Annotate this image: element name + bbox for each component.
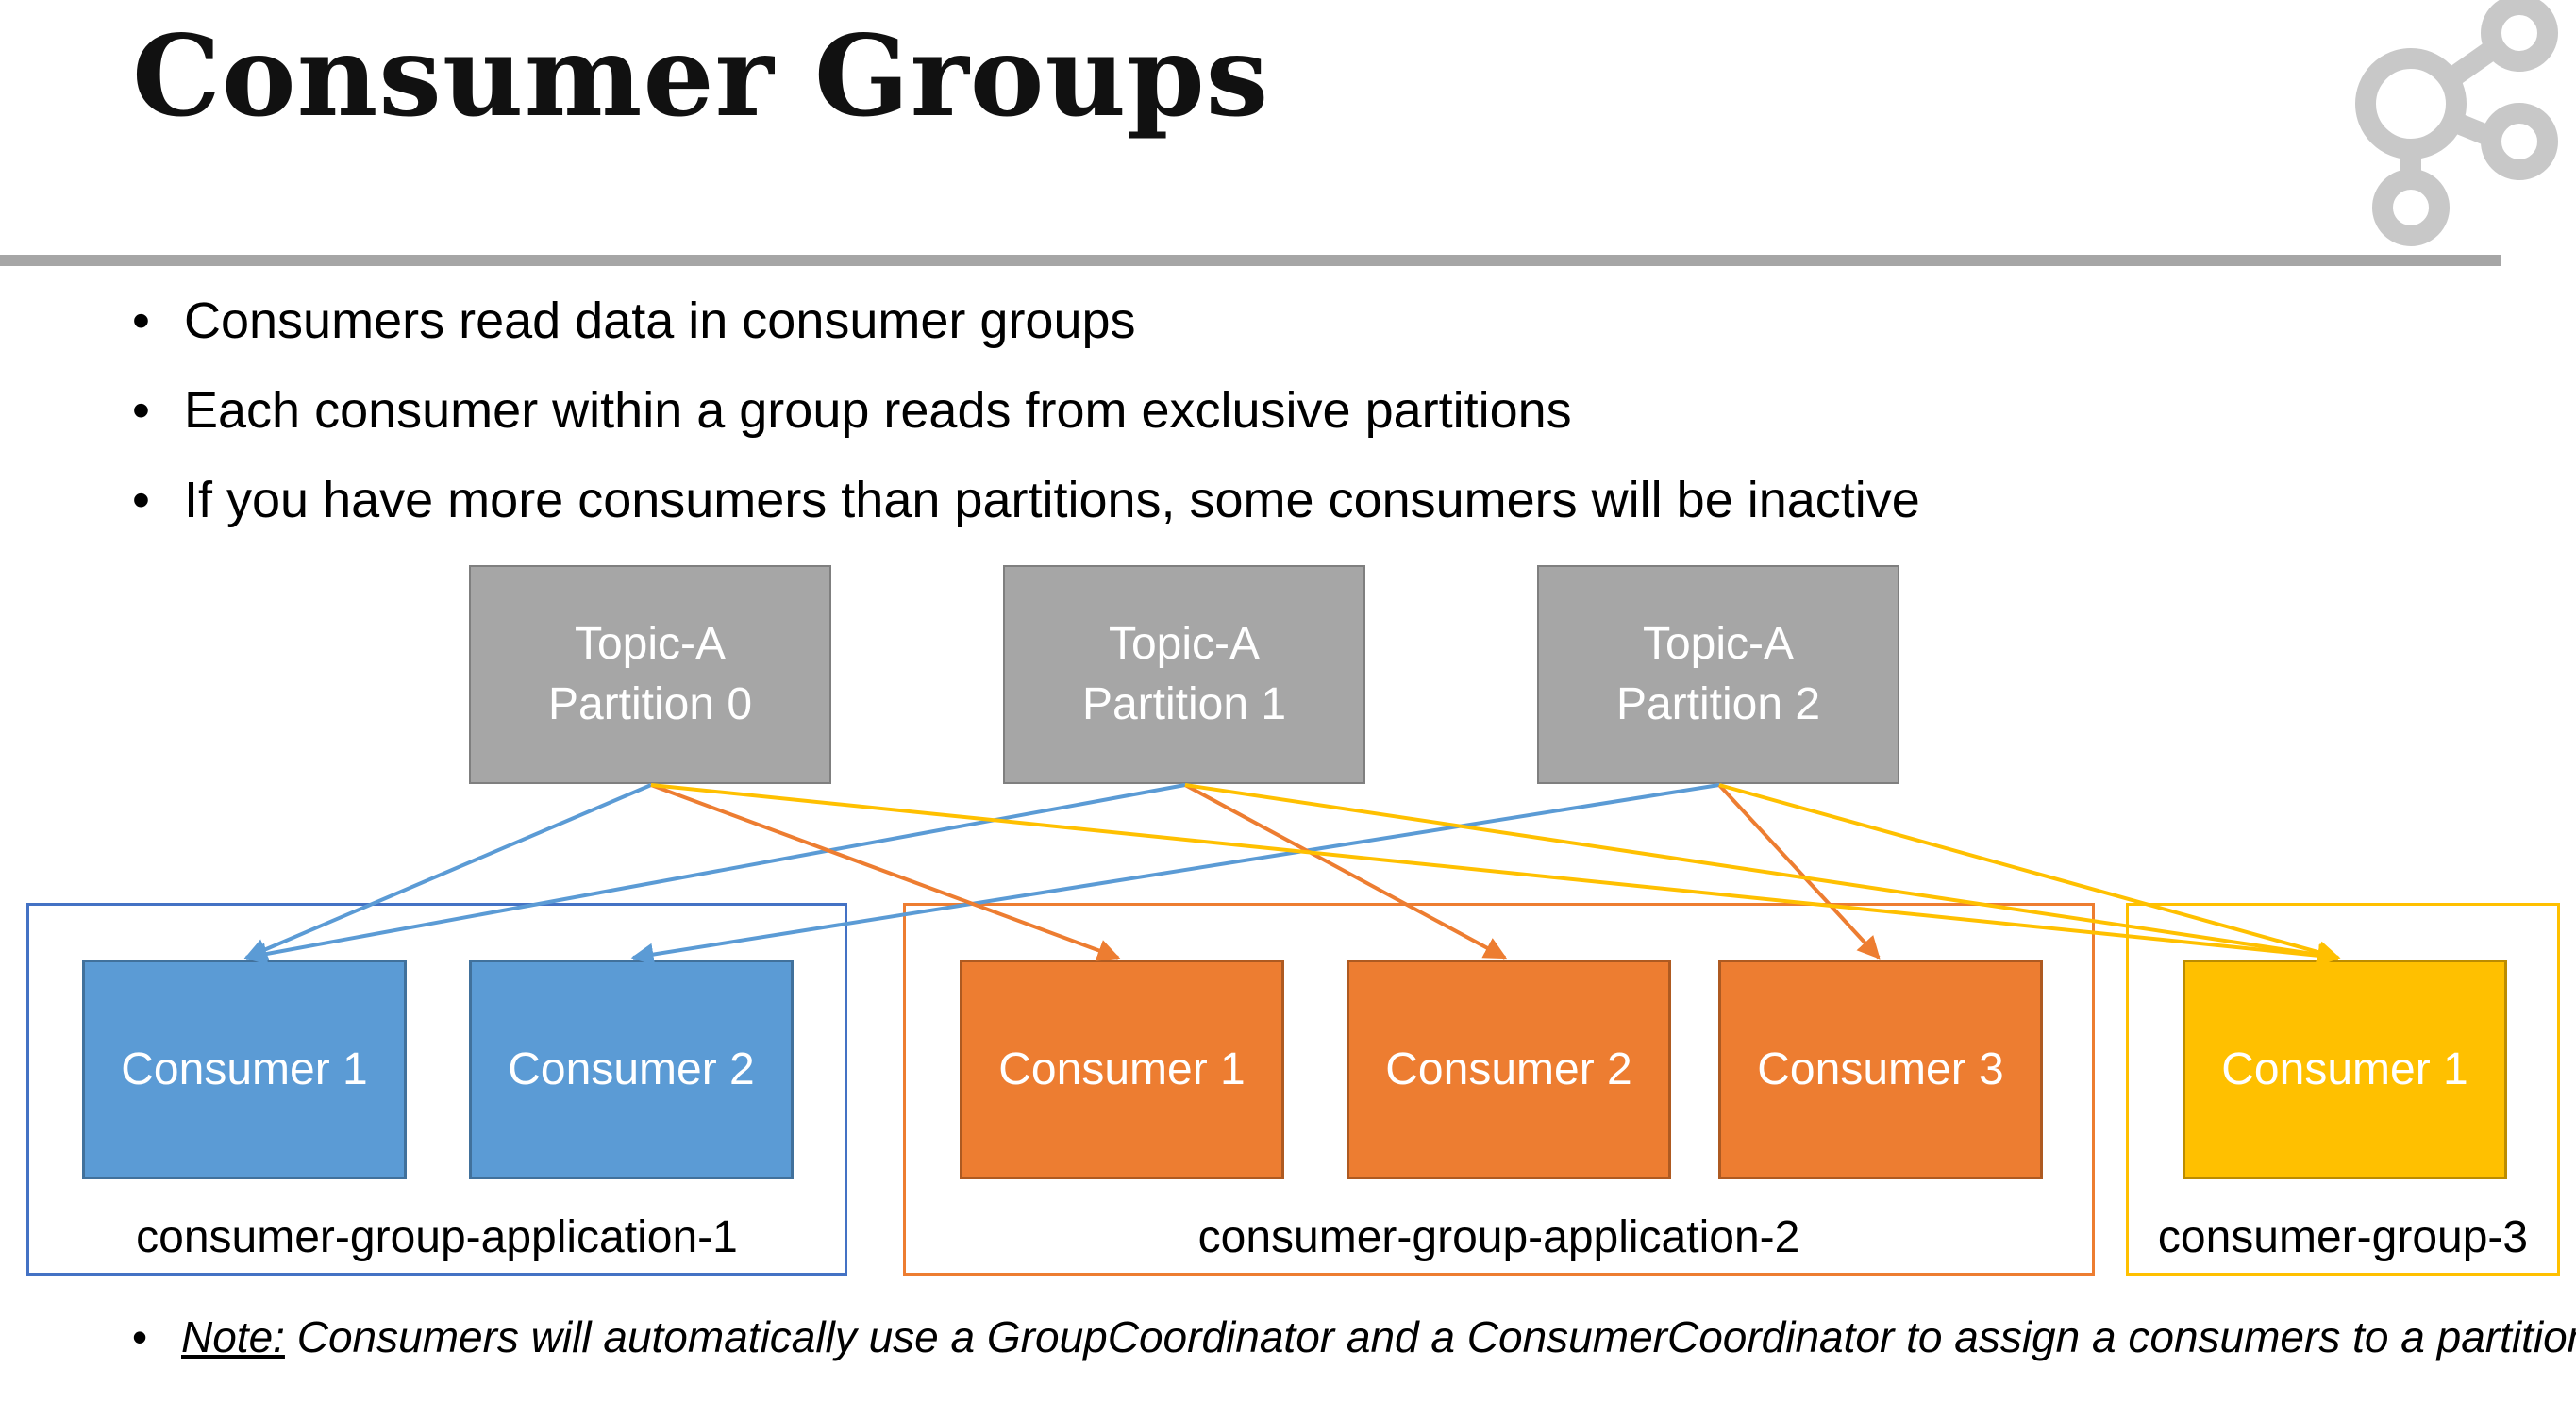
group-1-consumer-2: Consumer 2 bbox=[469, 960, 794, 1179]
page-title: Consumer Groups bbox=[132, 10, 1270, 142]
arrow-p1-to-g2c2 bbox=[1184, 783, 1508, 960]
bullet-item: If you have more consumers than partitio… bbox=[132, 462, 1920, 552]
arrow-p0-to-g1c1 bbox=[243, 783, 652, 960]
group-3-consumer-1: Consumer 1 bbox=[2183, 960, 2507, 1179]
partition-0-box: Topic-A Partition 0 bbox=[469, 565, 831, 784]
arrow-p2-to-g1c2 bbox=[630, 783, 1720, 966]
note-text: Consumers will automatically use a Group… bbox=[284, 1312, 2576, 1361]
bullet-item: Each consumer within a group reads from … bbox=[132, 373, 1920, 462]
group-2-consumer-1: Consumer 1 bbox=[960, 960, 1284, 1179]
arrow-p2-to-g3c1 bbox=[1718, 783, 2341, 963]
partition-2-box: Topic-A Partition 2 bbox=[1537, 565, 1899, 784]
group-2-consumer-3: Consumer 3 bbox=[1718, 960, 2043, 1179]
arrow-p1-to-g1c1 bbox=[243, 783, 1186, 965]
group-2-consumer-2: Consumer 2 bbox=[1347, 960, 1671, 1179]
arrow-p1-to-g3c1 bbox=[1184, 783, 2341, 966]
note-label: Note: bbox=[181, 1312, 285, 1361]
consumer-group-3-label: consumer-group-3 bbox=[2157, 1212, 2529, 1262]
bullet-list: Consumers read data in consumer groups E… bbox=[132, 283, 1920, 552]
group-1-consumer-1: Consumer 1 bbox=[82, 960, 407, 1179]
partition-topic-label: Topic-A bbox=[1108, 619, 1261, 669]
consumer-group-2-label: consumer-group-application-2 bbox=[1197, 1212, 1800, 1262]
partition-number-label: Partition 0 bbox=[547, 679, 753, 729]
footnote: • Note: Consumers will automatically use … bbox=[132, 1311, 2576, 1362]
arrow-p0-to-g2c1 bbox=[650, 783, 1121, 961]
bullet-dot: • bbox=[132, 1312, 148, 1361]
partition-topic-label: Topic-A bbox=[1642, 619, 1795, 669]
consumer-group-1-box: consumer-group-application-1 bbox=[26, 903, 847, 1276]
partition-1-box: Topic-A Partition 1 bbox=[1003, 565, 1365, 784]
partition-number-label: Partition 1 bbox=[1081, 679, 1287, 729]
bullet-item: Consumers read data in consumer groups bbox=[132, 283, 1920, 373]
consumer-group-1-label: consumer-group-application-1 bbox=[136, 1212, 738, 1262]
title-divider bbox=[0, 255, 2501, 266]
partition-topic-label: Topic-A bbox=[574, 619, 727, 669]
arrow-p2-to-g2c3 bbox=[1717, 783, 1881, 960]
partition-number-label: Partition 2 bbox=[1615, 679, 1821, 729]
consumer-group-2-box: consumer-group-application-2 bbox=[903, 903, 2095, 1276]
consumer-group-3-box: consumer-group-3 bbox=[2126, 903, 2560, 1276]
arrow-p0-to-g3c1 bbox=[650, 783, 2341, 967]
kafka-logo-icon bbox=[2331, 0, 2576, 259]
